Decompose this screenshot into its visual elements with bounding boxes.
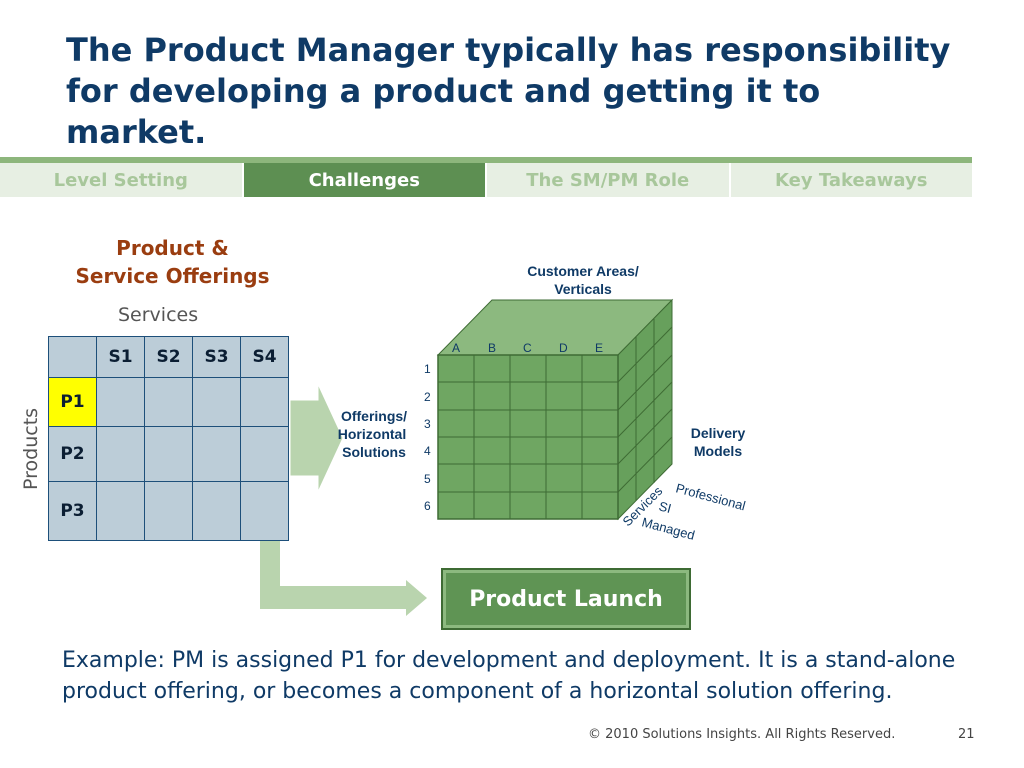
cube-col-letter: C — [523, 341, 532, 355]
header-rule — [0, 157, 972, 163]
cube-row-number: 3 — [424, 417, 431, 431]
cube-row-number: 1 — [424, 362, 431, 376]
page-number: 21 — [958, 727, 975, 742]
matrix-col-header: S2 — [144, 336, 193, 378]
matrix-row-header: P3 — [48, 481, 97, 541]
matrix-cell — [96, 426, 145, 482]
offerings-label-line3: Solutions — [342, 444, 406, 460]
cube-row-number: 4 — [424, 444, 431, 458]
delivery-model-si: SI — [657, 498, 673, 516]
customer-areas-label-line2: Verticals — [554, 281, 612, 297]
matrix-cell — [240, 481, 289, 541]
cube-col-letter: A — [452, 341, 460, 355]
matrix-col-header: S4 — [240, 336, 289, 378]
slide-title: The Product Manager typically has respon… — [66, 31, 951, 151]
matrix-cell — [240, 377, 289, 427]
offerings-label-line2: Horizontal — [338, 426, 406, 442]
matrix-col-header: S1 — [96, 336, 145, 378]
delivery-models-label-line2: Models — [694, 443, 742, 459]
offerings-heading-line1: Product & — [116, 236, 229, 260]
offerings-label-line1: Offerings/ — [341, 408, 407, 424]
product-launch-box: Product Launch — [441, 568, 691, 630]
matrix-cell — [192, 481, 241, 541]
example-text: Example: PM is assigned P1 for developme… — [62, 648, 956, 704]
matrix-row-header: P2 — [48, 426, 97, 482]
customer-areas-label-line1: Customer Areas/ — [527, 263, 639, 279]
launch-arrow-shape — [260, 541, 427, 616]
matrix-corner-cell — [48, 336, 97, 378]
cube-col-letter: D — [559, 341, 568, 355]
matrix-cell — [144, 377, 193, 427]
tab-sm-pm-role[interactable]: The SM/PM Role — [487, 163, 731, 197]
delivery-model-professional-label: Professional — [674, 480, 747, 513]
matrix-cell — [192, 377, 241, 427]
offerings-heading-line2: Service Offerings — [75, 264, 270, 288]
tab-key-takeaways[interactable]: Key Takeaways — [730, 163, 972, 197]
offerings-heading: Product & Service Offerings — [40, 234, 305, 290]
cube-col-letter: B — [488, 341, 496, 355]
tab-level-setting[interactable]: Level Setting — [0, 163, 244, 197]
cube-col-letter: E — [595, 341, 603, 355]
matrix-cell — [144, 481, 193, 541]
services-axis-label: Services — [118, 304, 199, 326]
section-tabs: Level Setting Challenges The SM/PM Role … — [0, 163, 972, 197]
cube-row-number: 2 — [424, 390, 431, 404]
delivery-model-managed-label: Managed — [640, 514, 696, 543]
copyright-footer: © 2010 Solutions Insights. All Rights Re… — [588, 727, 896, 742]
cube-row-number: 6 — [424, 499, 431, 513]
tab-challenges[interactable]: Challenges — [243, 163, 487, 197]
delivery-models-label-line1: Delivery — [691, 425, 746, 441]
matrix-cell — [192, 426, 241, 482]
matrix-cell — [96, 377, 145, 427]
right-arrow-shape — [289, 383, 344, 493]
matrix-col-header: S3 — [192, 336, 241, 378]
matrix-cell — [240, 426, 289, 482]
cube-row-number: 5 — [424, 472, 431, 486]
product-service-matrix: S1 S2 S3 S4 P1 P2 P3 — [48, 336, 289, 541]
